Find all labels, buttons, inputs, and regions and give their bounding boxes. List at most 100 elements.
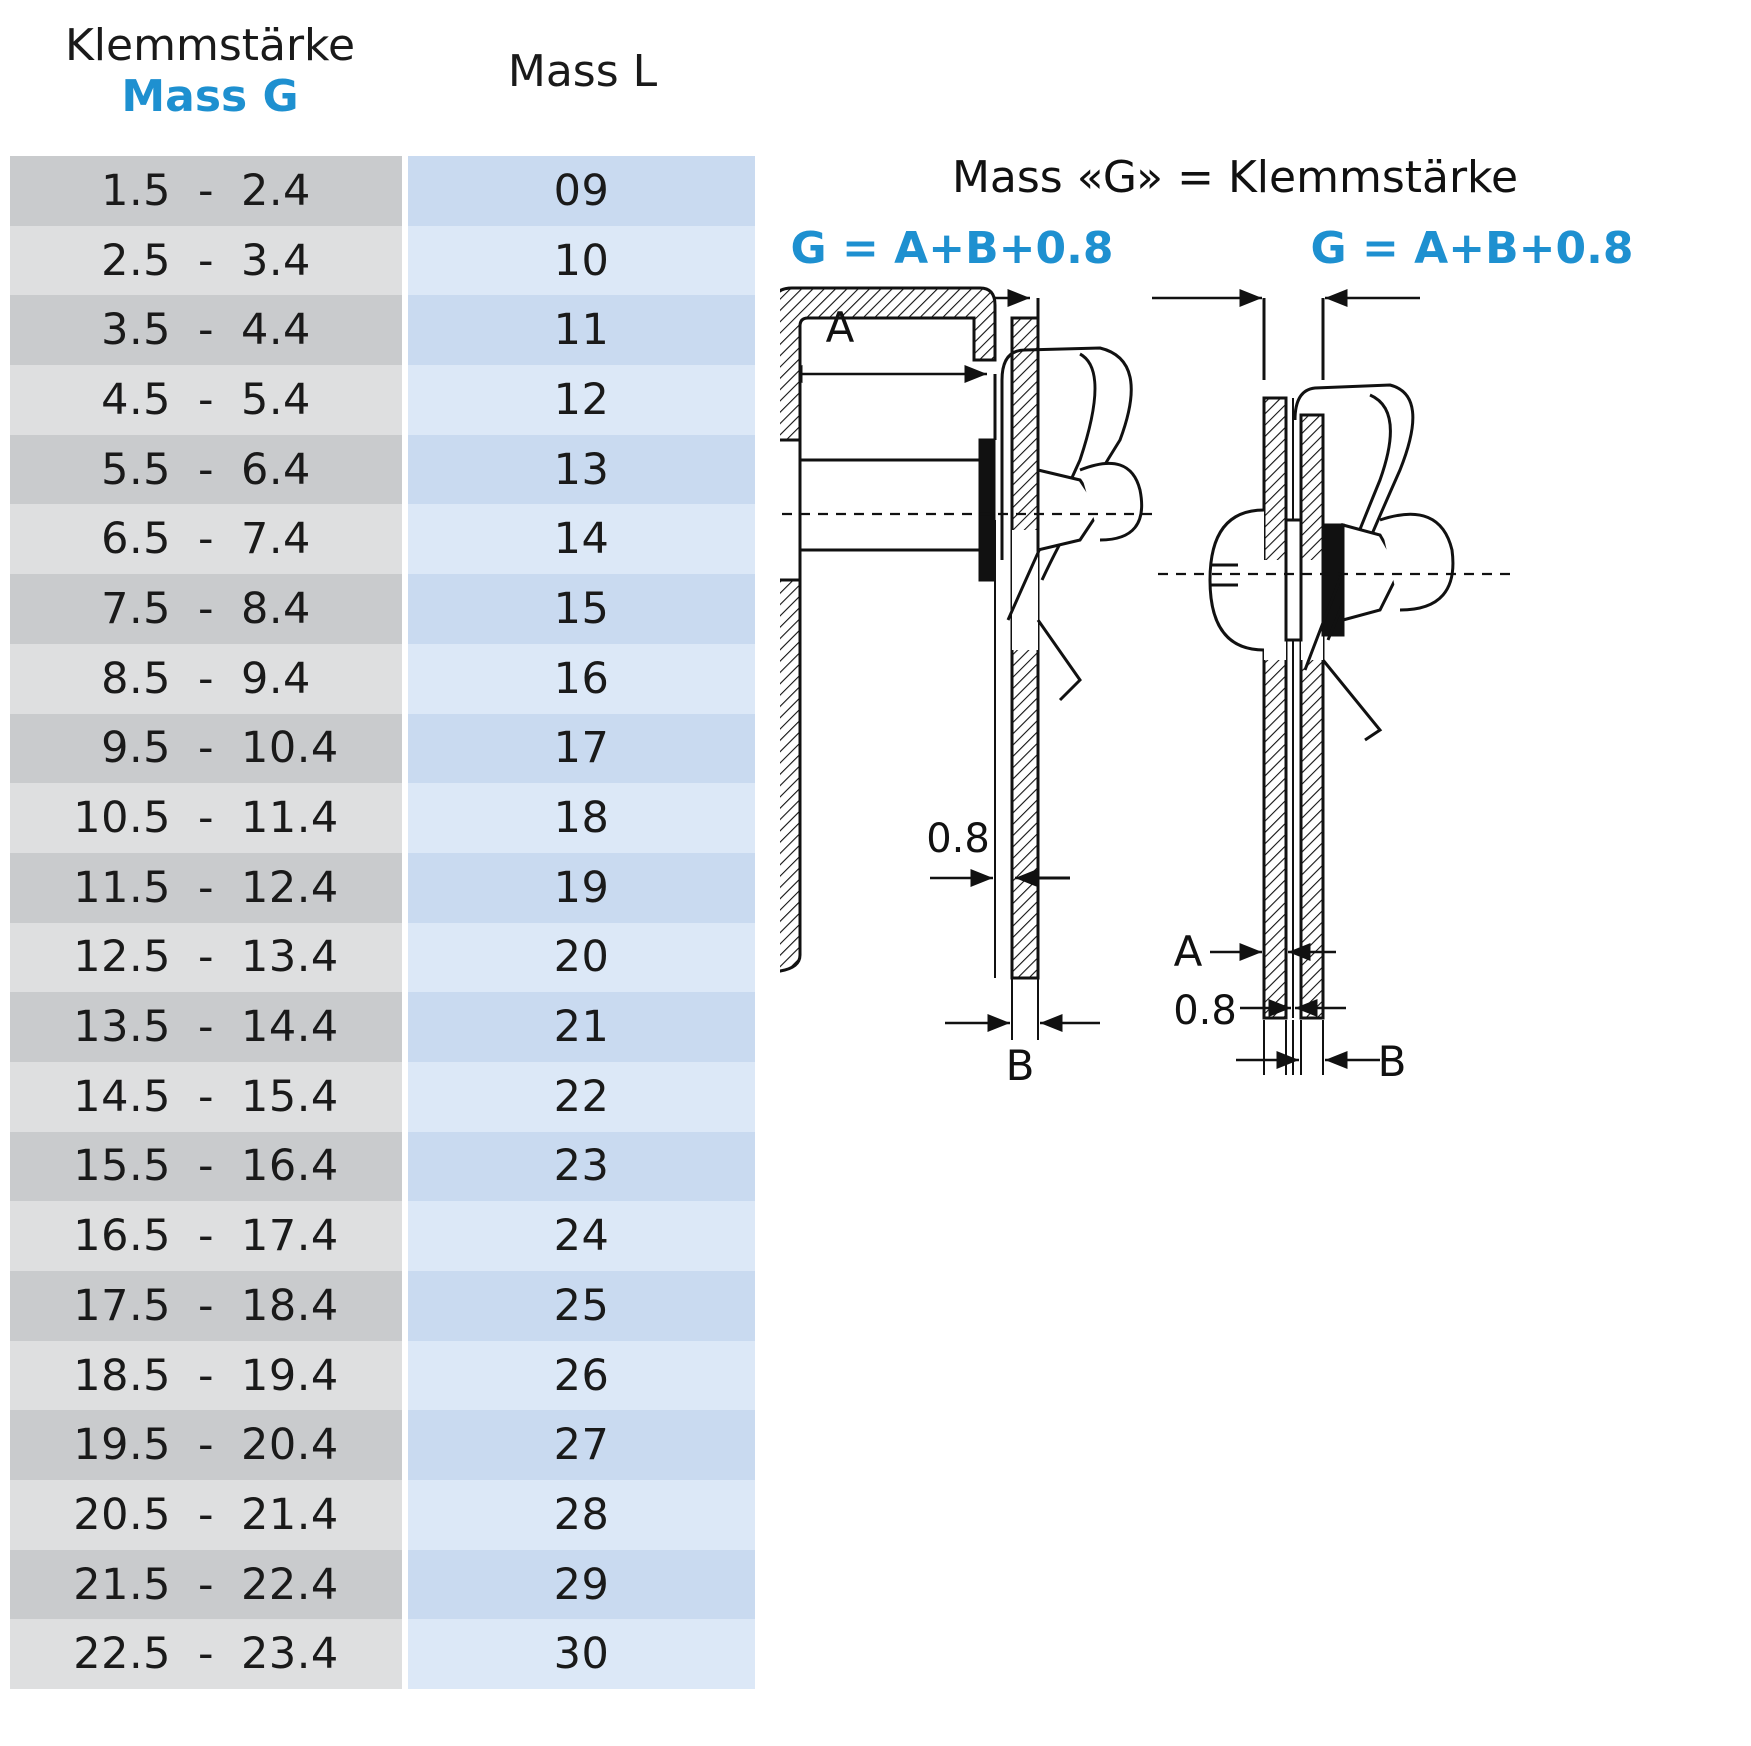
mass-l-cell: 11 — [408, 295, 755, 366]
mass-g-max: 19.4 — [241, 1350, 339, 1401]
range-separator: - — [197, 1071, 215, 1122]
mass-g-min: 3.5 — [101, 305, 171, 356]
mass-g-min: 9.5 — [101, 723, 171, 774]
mass-g-max: 17.4 — [241, 1211, 339, 1262]
mass-g-min: 21.5 — [73, 1559, 171, 1610]
range-separator: - — [197, 514, 215, 565]
mass-g-min: 22.5 — [73, 1629, 171, 1680]
mass-g-max: 5.4 — [241, 374, 311, 425]
label-a-left: A — [826, 303, 855, 352]
mass-g-cell: 19.5-20.4 — [10, 1410, 402, 1481]
mass-g-max: 21.4 — [241, 1489, 339, 1540]
range-separator: - — [197, 793, 215, 844]
mass-l-cell: 17 — [408, 713, 755, 784]
mass-l-cell: 20 — [408, 922, 755, 993]
mass-l-cell: 30 — [408, 1619, 755, 1690]
mass-g-max: 8.4 — [241, 583, 311, 634]
range-separator: - — [197, 1280, 215, 1331]
formula-right: G = A+B+0.8 — [1311, 223, 1634, 274]
header-mass-g-label: Mass G — [121, 71, 299, 122]
mass-g-max: 23.4 — [241, 1629, 339, 1680]
mass-g-max: 14.4 — [241, 1002, 339, 1053]
mass-g-max: 12.4 — [241, 862, 339, 913]
mass-g-cell: 8.5-9.4 — [10, 643, 402, 714]
table-row: 17.5-18.4 25 — [10, 1271, 755, 1341]
mass-g-min: 16.5 — [73, 1211, 171, 1262]
mass-g-cell: 1.5-2.4 — [10, 156, 402, 226]
header-klemmstaerke: Klemmstärke Mass G — [10, 20, 410, 122]
mass-g-cell: 4.5-5.4 — [10, 365, 402, 435]
mass-g-min: 20.5 — [73, 1489, 171, 1540]
mass-g-max: 11.4 — [241, 793, 339, 844]
mass-l-cell: 25 — [408, 1271, 755, 1341]
mass-g-min: 7.5 — [101, 583, 171, 634]
label-a-right: A — [1174, 927, 1203, 976]
mass-g-max: 20.4 — [241, 1420, 339, 1471]
range-separator: - — [197, 1141, 215, 1192]
mass-g-cell: 10.5-11.4 — [10, 783, 402, 853]
mass-g-cell: 9.5-10.4 — [10, 713, 402, 784]
mass-l-cell: 15 — [408, 574, 755, 644]
range-separator: - — [197, 653, 215, 704]
mass-g-min: 18.5 — [73, 1350, 171, 1401]
range-separator: - — [197, 444, 215, 495]
diagram-title: Mass «G» = Klemmstärke — [952, 152, 1518, 203]
mass-g-min: 15.5 — [73, 1141, 171, 1192]
mass-g-min: 12.5 — [73, 932, 171, 983]
range-separator: - — [197, 235, 215, 286]
mass-l-cell: 28 — [408, 1480, 755, 1550]
mass-g-cell: 18.5-19.4 — [10, 1340, 402, 1411]
mass-g-cell: 11.5-12.4 — [10, 852, 402, 923]
mass-g-cell: 15.5-16.4 — [10, 1131, 402, 1202]
mass-g-cell: 2.5-3.4 — [10, 225, 402, 296]
header-klemmstaerke-label: Klemmstärke — [64, 20, 356, 71]
mass-g-max: 10.4 — [241, 723, 339, 774]
label-gap-right: 0.8 — [1173, 988, 1237, 1034]
range-separator: - — [197, 1002, 215, 1053]
mass-g-min: 10.5 — [73, 793, 171, 844]
range-separator: - — [197, 723, 215, 774]
mass-l-cell: 29 — [408, 1549, 755, 1620]
mass-g-cell: 5.5-6.4 — [10, 434, 402, 505]
range-separator: - — [197, 1211, 215, 1262]
range-separator: - — [197, 1350, 215, 1401]
right-assembly — [1152, 289, 1512, 1075]
mass-g-cell: 20.5-21.4 — [10, 1480, 402, 1550]
mass-g-max: 7.4 — [241, 514, 311, 565]
mass-l-cell: 27 — [408, 1410, 755, 1481]
mass-g-cell: 12.5-13.4 — [10, 922, 402, 993]
range-separator: - — [197, 165, 215, 216]
mass-g-cell: 16.5-17.4 — [10, 1201, 402, 1271]
mass-g-max: 18.4 — [241, 1280, 339, 1331]
mass-l-cell: 10 — [408, 225, 755, 296]
range-separator: - — [197, 305, 215, 356]
formula-left: G = A+B+0.8 — [791, 223, 1114, 274]
mass-g-cell: 13.5-14.4 — [10, 992, 402, 1062]
mass-l-cell: 14 — [408, 504, 755, 575]
mass-g-cell: 7.5-8.4 — [10, 574, 402, 644]
mass-g-max: 16.4 — [241, 1141, 339, 1192]
mass-l-cell: 24 — [408, 1201, 755, 1271]
label-b-left: B — [1006, 1041, 1035, 1090]
mass-g-max: 9.4 — [241, 653, 311, 704]
mass-l-cell: 19 — [408, 852, 755, 923]
mass-g-min: 17.5 — [73, 1280, 171, 1331]
mass-g-cell: 22.5-23.4 — [10, 1619, 402, 1690]
mass-l-cell: 18 — [408, 783, 755, 853]
mass-l-cell: 26 — [408, 1340, 755, 1411]
mass-g-min: 11.5 — [73, 862, 171, 913]
mass-g-min: 4.5 — [101, 374, 171, 425]
mass-l-cell: 09 — [408, 156, 755, 226]
